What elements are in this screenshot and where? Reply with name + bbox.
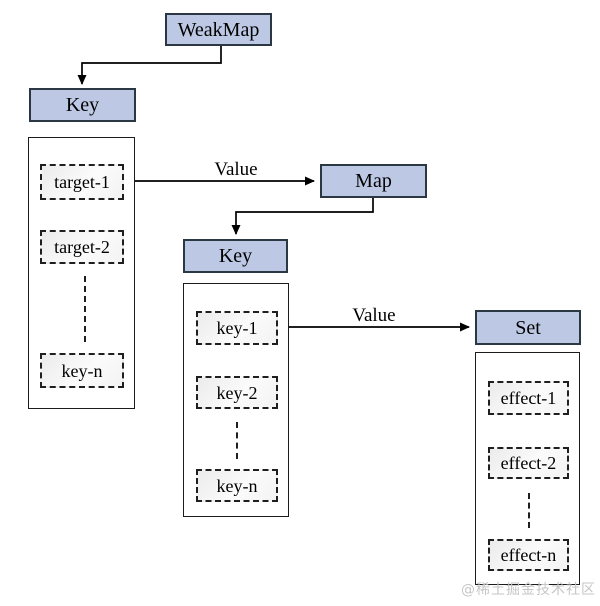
group-item-effect-1: effect-1 (488, 381, 569, 415)
effects-container: effect-1 effect-2 effect-n (475, 352, 580, 585)
node-outer-key: Key (29, 88, 136, 122)
node-weakmap: WeakMap (165, 13, 272, 46)
ellipsis-dashed-line (84, 276, 86, 342)
group-item-target-1: target-1 (40, 164, 124, 200)
ellipsis-dashed-line (528, 493, 530, 528)
group-item-key-n-inner: key-n (196, 469, 278, 502)
edge-label-value-to-map: Value (214, 159, 258, 180)
watermark-text: @稀土掘金技术社区 (461, 582, 596, 598)
group-item-key-1: key-1 (196, 311, 278, 345)
group-item-effect-2: effect-2 (488, 447, 569, 479)
node-map: Map (320, 164, 427, 198)
targets-container: target-1 target-2 key-n (28, 137, 135, 409)
keys-container: key-1 key-2 key-n (183, 283, 289, 517)
edge-weakmap-to-key (77, 46, 222, 85)
group-item-key-n-outer: key-n (40, 353, 124, 388)
edge-map-to-key (231, 198, 374, 235)
group-item-key-2: key-2 (196, 376, 278, 409)
edge-label-value-to-set: Value (352, 305, 396, 326)
group-item-effect-n: effect-n (488, 539, 569, 571)
node-set: Set (475, 310, 581, 345)
node-inner-key: Key (183, 239, 288, 273)
ellipsis-dashed-line (236, 422, 238, 459)
group-item-target-2: target-2 (40, 230, 124, 264)
